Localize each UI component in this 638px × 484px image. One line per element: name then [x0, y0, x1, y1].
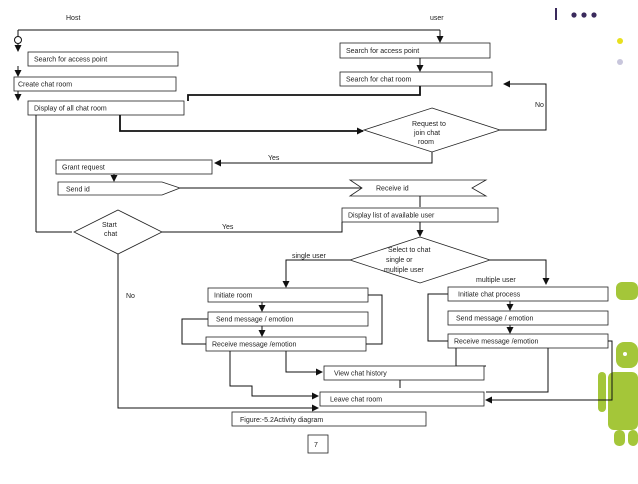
host-lane-label: Host	[66, 15, 80, 22]
search-access-point-box	[27, 51, 179, 67]
user-search-access-point-box	[339, 42, 491, 59]
multiple-send-message-box	[447, 310, 609, 326]
multiple-user-label: multiple user	[476, 277, 516, 284]
receive-id-label: Receive id	[376, 186, 409, 193]
search-chat-room-box	[339, 71, 493, 87]
display-available-user-label: Display list of available user	[348, 213, 435, 220]
send-id-label: Send id	[66, 187, 90, 194]
no-request-label: No	[535, 102, 544, 109]
user-search-access-point-label: Search for access point	[346, 48, 419, 55]
slide-decoration-dots	[555, 8, 623, 65]
start-chat-line1: Start	[102, 222, 117, 229]
page-number: 7	[314, 442, 318, 449]
start-chat-decision	[73, 209, 163, 255]
display-all-chat-room-box	[27, 100, 185, 116]
create-chat-room-label: Create chat room	[18, 82, 72, 89]
start-chat-line2: chat	[104, 231, 117, 238]
request-line2: join chat	[413, 130, 440, 137]
request-line1: Request to	[412, 121, 446, 128]
request-line3: room	[418, 139, 434, 146]
initiate-room-label: Initiate room	[214, 293, 253, 300]
create-chat-room-box	[13, 76, 177, 92]
select-chat-decision	[348, 236, 492, 284]
select-line2: single or	[386, 257, 413, 264]
yes-start-label: Yes	[222, 224, 234, 231]
leave-chat-room-box	[319, 391, 485, 407]
view-chat-history-label: View chat history	[334, 371, 387, 378]
search-access-point-label: Search for access point	[34, 57, 107, 64]
grant-request-label: Grant request	[62, 165, 105, 172]
page-number-box	[307, 434, 329, 454]
display-all-chat-room-label: Display of all chat room	[34, 106, 107, 113]
single-send-message-label: Send message / emotion	[216, 317, 294, 324]
multiple-send-message-label: Send message / emotion	[456, 316, 534, 323]
no-start-label: No	[126, 293, 135, 300]
initiate-chat-process-label: Initiate chat process	[458, 292, 521, 299]
single-receive-message-label: Receive message /emotion	[212, 342, 297, 349]
user-lane-label: user	[430, 15, 444, 22]
select-line1: Select to chat	[388, 247, 430, 254]
leave-chat-room-label: Leave chat room	[330, 397, 382, 404]
figure-caption: Figure:-5.2Activity diagram	[240, 417, 323, 424]
receive-id-signal	[348, 179, 488, 197]
search-chat-room-label: Search for chat room	[346, 77, 412, 84]
view-chat-history-box	[323, 365, 485, 381]
yes-request-label: Yes	[268, 155, 280, 162]
initial-node	[14, 36, 22, 44]
select-line3: multiple user	[384, 267, 424, 274]
multiple-receive-message-label: Receive message /emotion	[454, 339, 539, 346]
android-icon	[598, 282, 638, 446]
send-id-signal	[57, 181, 182, 196]
grant-request-box	[55, 159, 213, 175]
single-user-label: single user	[292, 253, 327, 260]
caption-box	[231, 411, 427, 427]
